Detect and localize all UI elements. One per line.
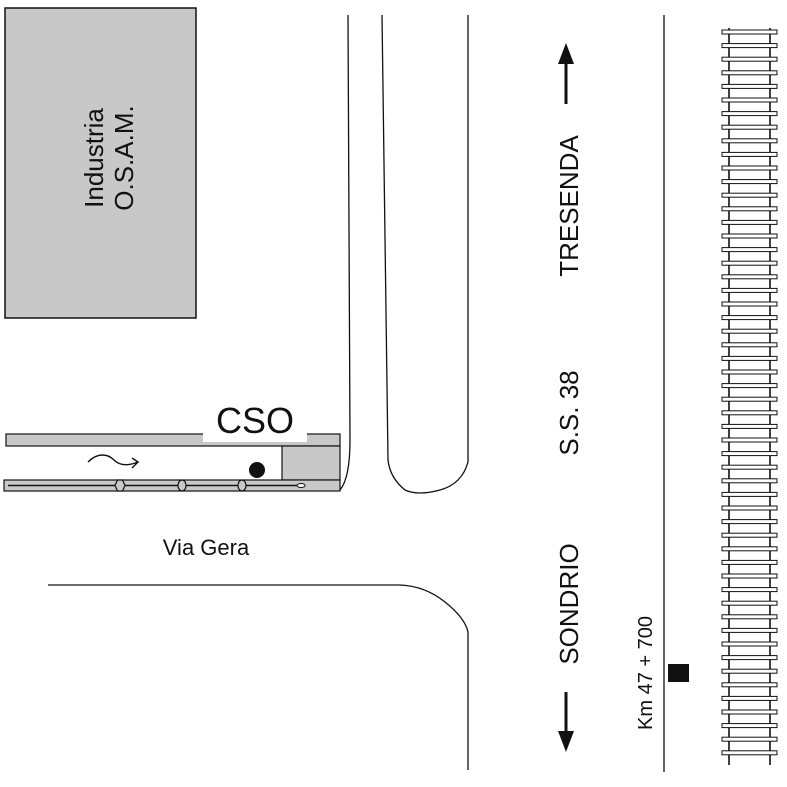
km-marker-post [668,664,689,682]
road-edge-center [381,14,469,494]
factory-building [4,7,197,319]
arrow-up-icon [558,43,574,104]
railway-sleeper [721,70,778,76]
railway-sleeper [721,519,778,525]
railway-sleeper [721,355,778,361]
railway-sleeper [721,274,778,280]
railway-sleeper [721,287,778,293]
railway-sleeper [721,301,778,307]
railway-sleeper [721,478,778,484]
railway-sleeper [721,247,778,253]
railway-sleeper [721,641,778,647]
railway-sleeper [721,56,778,62]
street-label: Via Gera [163,535,250,560]
railway-sleeper [721,682,778,688]
pipe-joint-3 [237,479,247,492]
railway-track [721,28,778,765]
railway-sleeper [721,736,778,742]
cso-label-background [203,404,307,442]
railway-sleeper [721,260,778,266]
road-edge-right-lower [48,584,469,770]
km-marker-label: Km 47 + 700 [635,616,657,730]
direction-label-south: SONDRIO [554,543,584,664]
railway-sleeper [721,124,778,130]
railway-sleeper [721,614,778,620]
railway-sleeper [721,491,778,497]
railway-sleeper [721,505,778,511]
railway-sleeper [721,668,778,674]
railway-sleeper [721,383,778,389]
railway-sleeper [721,342,778,348]
railway-sleeper [721,151,778,157]
monitoring-point [249,462,265,478]
railway-sleeper [721,97,778,103]
railway-sleeper [721,423,778,429]
railway-sleeper [721,655,778,661]
railway-sleeper [721,587,778,593]
railway-sleeper [721,532,778,538]
railway-sleeper [721,369,778,375]
railway-sleeper [721,573,778,579]
pipe-joint-2 [177,479,187,492]
railway-sleeper [721,233,778,239]
railway-sleeper [721,410,778,416]
factory-label-line2: O.S.A.M. [109,105,139,210]
railway-sleeper [721,165,778,171]
railway-sleeper [721,600,778,606]
railway-sleeper [721,83,778,89]
railway-sleeper [721,396,778,402]
railway-sleeper [721,709,778,715]
railway-sleeper [721,437,778,443]
direction-label-north: TRESENDA [554,135,584,277]
railway-sleeper [721,315,778,321]
railway-sleeper [721,29,778,35]
railway-sleeper [721,138,778,144]
railway-sleeper [721,451,778,457]
flow-arrow-icon [87,454,140,469]
railway-sleeper [721,328,778,334]
railway-sleeper [721,546,778,552]
railway-sleeper [721,723,778,729]
railway-sleeper [721,559,778,565]
factory-label-line1: Industria [79,108,109,208]
railway-sleeper [721,206,778,212]
arrow-down-icon [558,692,574,752]
railway-sleeper [721,627,778,633]
railway-sleeper [721,695,778,701]
railway-sleeper [721,192,778,198]
railway-sleeper [721,750,778,756]
railway-sleeper [721,219,778,225]
highway-label: S.S. 38 [554,370,584,455]
pipe-joint-1 [114,479,126,492]
railway-sleeper [721,464,778,470]
weir-outlet [296,483,306,488]
road-edge-left [339,14,351,491]
cso-label: CSO [216,400,294,441]
cso-chamber [281,445,341,481]
railway-sleeper [721,111,778,117]
railway-sleeper [721,43,778,49]
railway-sleeper [721,179,778,185]
